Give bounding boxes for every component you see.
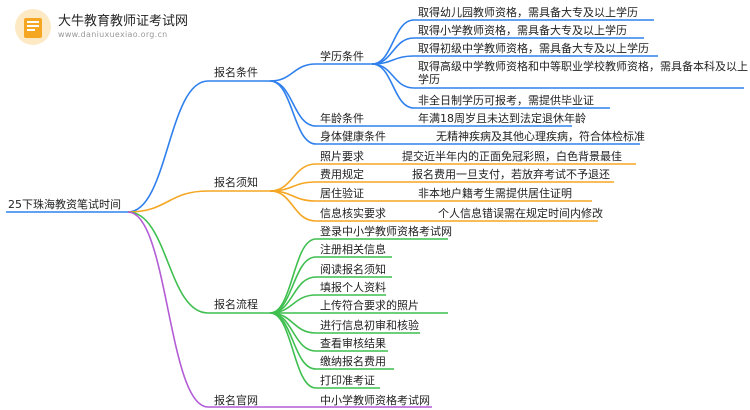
node-fee-rule: 费用规定 [320, 168, 364, 181]
leaf-photo-value: 提交近半年内的正面免冠彩照，白色背景最佳 [402, 150, 622, 163]
link-root-conditions [127, 80, 209, 213]
leaf-education-senior: 取得高级中学教师资格和中等职业学校教师资格，需具备本科及以上学历 [418, 60, 748, 86]
leaf-education-kindergarten: 取得幼儿园教师资格，需具备大专及以上学历 [418, 6, 638, 19]
link-health [269, 80, 317, 145]
step-fill-info: 填报个人资料 [320, 281, 386, 294]
node-info-verification: 信息核实要求 [320, 207, 386, 220]
branch-registration-notice: 报名须知 [214, 176, 258, 189]
branch-registration-process: 报名流程 [214, 298, 258, 311]
leaf-age-value: 年满18周岁且未达到法定退休年龄 [418, 112, 586, 125]
link-root-process [127, 211, 209, 314]
node-photo-requirement: 照片要求 [320, 150, 364, 163]
leaf-fee-value: 报名费用一旦支付，若放弃考试不予退还 [412, 168, 610, 181]
link-notice-3 [269, 190, 317, 222]
link-education-item-0 [371, 19, 415, 65]
step-login: 登录中小学教师资格考试网 [320, 225, 452, 238]
link-step-0 [269, 238, 317, 314]
link-education-item-4 [371, 63, 415, 109]
leaf-health-value: 无精神疾病及其他心理疾病，符合体检标准 [436, 130, 645, 143]
brand-url: www.daniuxuexiao.org.cn [58, 30, 168, 39]
leaf-education-parttime: 非全日制学历可报考，需提供毕业证 [418, 94, 594, 107]
link-root-notice [127, 190, 209, 213]
step-pay-fee: 缴纳报名费用 [320, 355, 386, 368]
link-root-site [127, 211, 209, 408]
link-age [269, 80, 317, 127]
node-education-condition: 学历条件 [320, 50, 364, 63]
brand-name: 大牛教育教师证考试网 [58, 14, 189, 29]
step-register: 注册相关信息 [320, 243, 386, 256]
leaf-education-junior: 取得初级中学教师资格，需具备大专及以上学历 [418, 42, 649, 55]
node-age-condition: 年龄条件 [320, 112, 364, 125]
step-check-result: 查看审核结果 [320, 337, 386, 350]
link-step-8 [269, 312, 317, 389]
branch-official-site: 报名官网 [214, 394, 258, 407]
leaf-info-value: 个人信息错误需在规定时间内修改 [438, 207, 603, 220]
link-step-7 [269, 312, 317, 370]
branch-registration-conditions: 报名条件 [214, 66, 258, 79]
step-initial-review: 进行信息初审和核验 [320, 319, 419, 332]
node-residence-verification: 居住验证 [320, 187, 364, 200]
step-read-notice: 阅读报名须知 [320, 263, 386, 276]
link-education [269, 63, 317, 82]
leaf-residence-value: 非本地户籍考生需提供居住证明 [418, 187, 572, 200]
step-upload-photo: 上传符合要求的照片 [320, 299, 419, 312]
root-topic: 25下珠海教资笔试时间 [8, 198, 121, 211]
logo-icon [15, 9, 51, 45]
leaf-education-primary: 取得小学教师资格，需具备大专及以上学历 [418, 24, 627, 37]
step-print-ticket: 打印准考证 [320, 374, 375, 387]
node-health-condition: 身体健康条件 [320, 130, 386, 143]
leaf-official-site-value: 中小学教师资格考试网 [320, 394, 430, 407]
